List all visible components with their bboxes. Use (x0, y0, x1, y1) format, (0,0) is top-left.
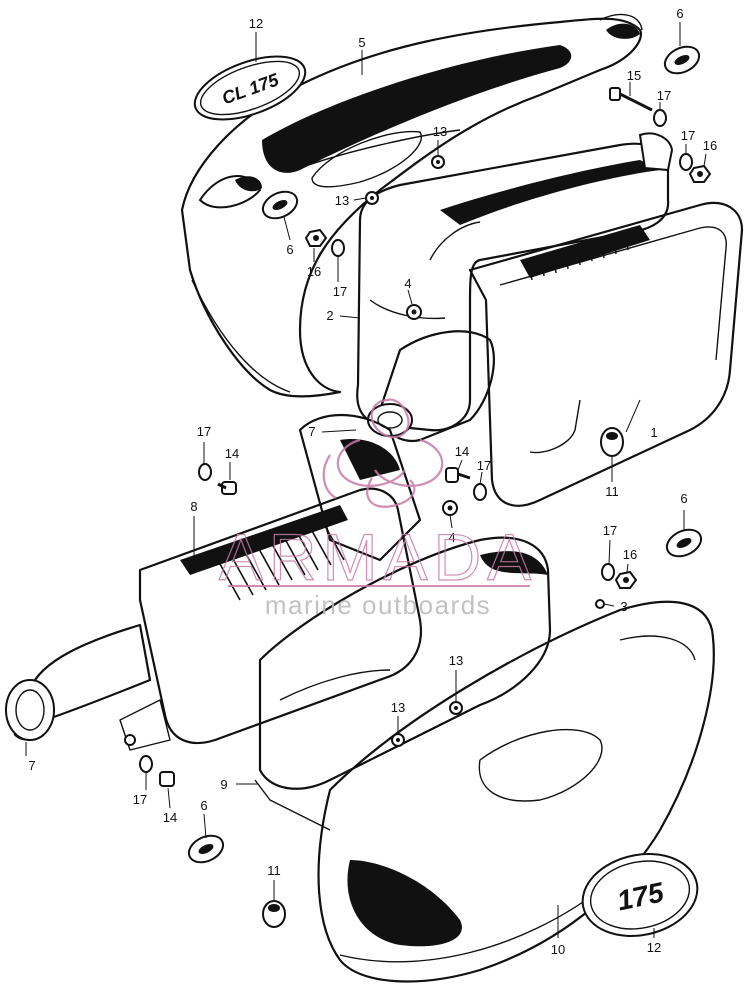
nut-16-upper-right (688, 164, 712, 183)
callout-17-d: 17 (197, 424, 211, 439)
washer-17-b (679, 153, 693, 171)
callout-17-b: 17 (681, 128, 695, 143)
callout-10: 10 (551, 942, 565, 957)
lower-side-cover (317, 600, 715, 983)
upper-side-cover (180, 13, 643, 398)
washer-17-c (331, 239, 345, 257)
band-7-lower (13, 733, 45, 741)
callout-6-upper-mid: 6 (286, 242, 293, 257)
grommet-6-top-right (663, 45, 701, 75)
callout-13-a: 13 (433, 124, 447, 139)
callout-3: 3 (620, 599, 627, 614)
callout-6-right: 6 (680, 491, 687, 506)
callout-9: 9 (220, 777, 227, 792)
screw-13-b (365, 191, 379, 205)
callout-11-lower: 11 (267, 863, 281, 878)
callout-14-b: 14 (455, 444, 469, 459)
bolt-15 (609, 87, 653, 112)
small-hardware (13, 45, 712, 928)
callout-17-g: 17 (133, 792, 147, 807)
callout-16-b: 16 (307, 264, 321, 279)
callout-13-c: 13 (449, 653, 463, 668)
bolt-14-b (445, 467, 471, 483)
callout-13-b: 13 (335, 193, 349, 208)
screw-4-lower (442, 500, 458, 516)
callout-16-a: 16 (703, 138, 717, 153)
callout-8: 8 (190, 499, 197, 514)
callout-7-upper: 7 (308, 424, 315, 439)
callout-6-top-right: 6 (676, 6, 683, 21)
leader-lines (25, 22, 707, 938)
callout-14-c: 14 (163, 810, 177, 825)
emblem-top: CL 175 (193, 55, 307, 121)
callout-17-a: 17 (657, 88, 671, 103)
lower-case-tube (254, 414, 552, 831)
callout-numbers: 12 5 6 15 17 13 17 16 13 6 16 17 4 2 1 7… (28, 6, 717, 957)
screw-13-a (431, 155, 445, 169)
callout-14-a: 14 (225, 446, 239, 461)
grommet-11-upper (600, 427, 624, 457)
callout-13-d: 13 (391, 700, 405, 715)
callout-5: 5 (358, 35, 365, 50)
callout-16-c: 16 (623, 547, 637, 562)
washer-17-a (653, 109, 667, 127)
callout-1: 1 (650, 425, 657, 440)
callout-17-c: 17 (333, 284, 347, 299)
callout-4-upper: 4 (404, 276, 411, 291)
watermark-brand: ARMADA (219, 520, 537, 594)
screw-13-d (391, 733, 405, 747)
callout-2: 2 (326, 308, 333, 323)
washer-17-f (601, 563, 615, 581)
callout-6-lower: 6 (200, 798, 207, 813)
washer-17-d (198, 463, 212, 481)
callout-11-upper: 11 (605, 484, 619, 499)
bolt-14-a (217, 481, 237, 495)
callout-12-top: 12 (249, 16, 263, 31)
callout-4-lower: 4 (448, 530, 455, 545)
callout-15: 15 (627, 68, 641, 83)
screw-13-c (449, 701, 463, 715)
watermark: ARMADA marine outboards (218, 398, 537, 620)
emblem-bottom: 175 (581, 853, 699, 937)
element-housing (367, 201, 744, 507)
callout-17-e: 17 (477, 458, 491, 473)
grommet-6-lower (187, 834, 225, 864)
grommet-11-lower (262, 900, 286, 928)
callout-17-f: 17 (603, 523, 617, 538)
nut-16-upper-mid (304, 228, 328, 247)
nut-16-right (614, 570, 638, 589)
washer-17-g (139, 755, 153, 773)
grommet-6-upper-mid (261, 190, 299, 220)
bolt-14-c (159, 771, 175, 787)
screw-4-upper (406, 304, 422, 320)
callout-7-lower: 7 (28, 758, 35, 773)
grommet-6-right (665, 528, 703, 558)
watermark-logo-icon (322, 398, 444, 508)
washer-17-e (473, 483, 487, 501)
clip-3 (595, 599, 605, 609)
callout-12-bottom: 12 (647, 940, 661, 955)
watermark-tagline: marine outboards (265, 590, 491, 620)
